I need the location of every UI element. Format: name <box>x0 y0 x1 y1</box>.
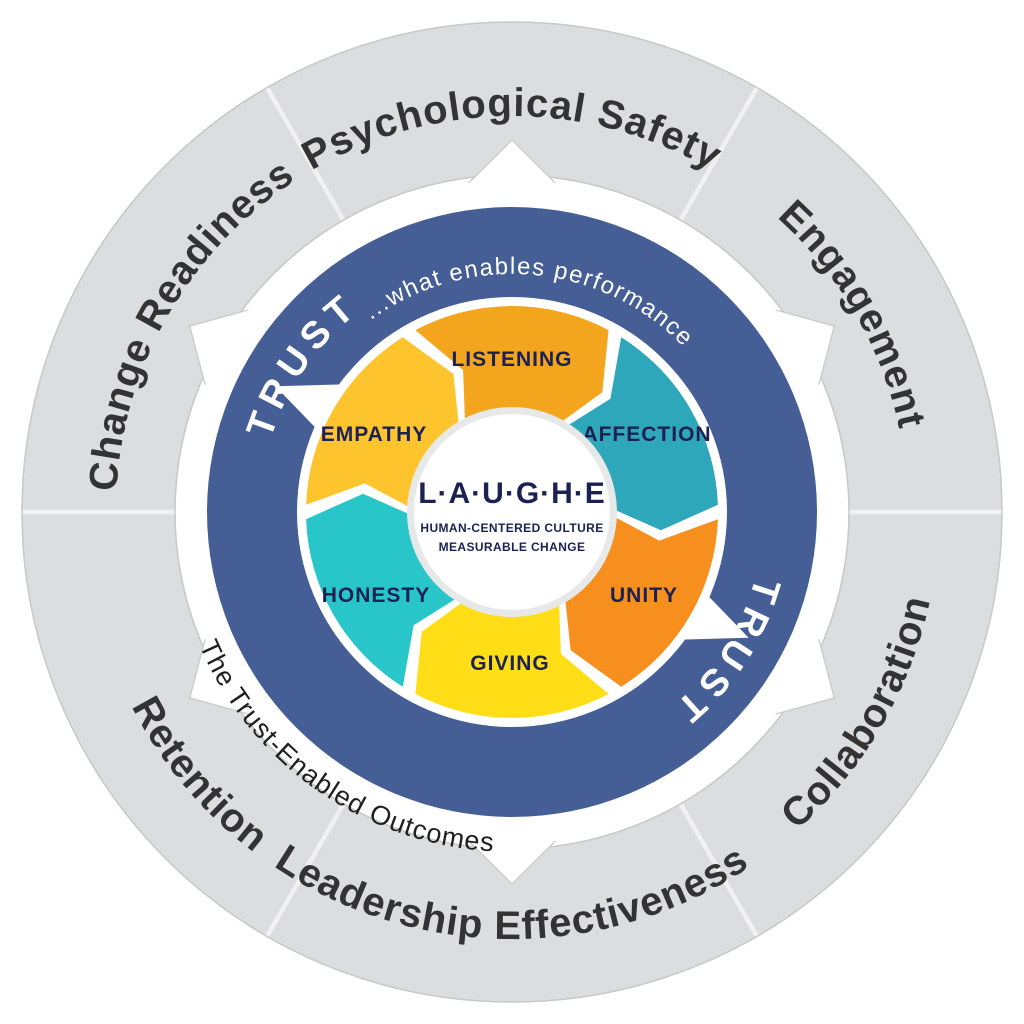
gap-arrow-icon <box>189 309 249 386</box>
gap-arrow-icon <box>775 309 835 386</box>
wheel-label-empathy: EMPATHY <box>321 423 428 446</box>
divider <box>265 86 346 222</box>
trust-ring <box>207 207 817 817</box>
divider <box>265 802 346 938</box>
trust-ring-notches <box>275 384 749 640</box>
gap-arrow-icon <box>775 638 835 715</box>
laughe-acronym: L·A·U·G·H·E <box>418 477 606 510</box>
center-subtitle-2: MEASURABLE CHANGE <box>439 540 586 554</box>
trust-notch-icon <box>681 594 749 640</box>
wheel-label-giving: GIVING <box>470 652 550 675</box>
wheel-segment-listening <box>415 306 609 424</box>
wheel-segment-honesty <box>306 493 459 687</box>
wheel-label-affection: AFFECTION <box>582 423 711 446</box>
wheel-segment-affection <box>565 337 718 531</box>
wheel-segment-giving <box>415 600 609 718</box>
wheel-label-listening: LISTENING <box>451 348 572 371</box>
outcomes-ring-dividers <box>22 86 1002 938</box>
gap-arrow-icons <box>189 139 835 885</box>
wheel-label-honesty: HONESTY <box>322 584 431 607</box>
divider <box>678 802 759 938</box>
gap-arrow-icon <box>468 840 556 885</box>
outcomes-ring <box>21 21 1003 1003</box>
trust-notch-icon <box>275 384 343 430</box>
gap-arrow-icon <box>468 139 556 184</box>
outcomes-ring-outer-edge <box>21 21 1003 1003</box>
center-circle <box>414 414 610 610</box>
wheel-labels: LISTENING AFFECTION UNITY GIVING HONESTY… <box>321 348 711 675</box>
divider <box>678 86 759 222</box>
center-subtitle-1: HUMAN-CENTERED CULTURE <box>420 521 603 535</box>
wheel-label-unity: UNITY <box>610 584 678 607</box>
gap-arrow-icon <box>189 638 249 715</box>
